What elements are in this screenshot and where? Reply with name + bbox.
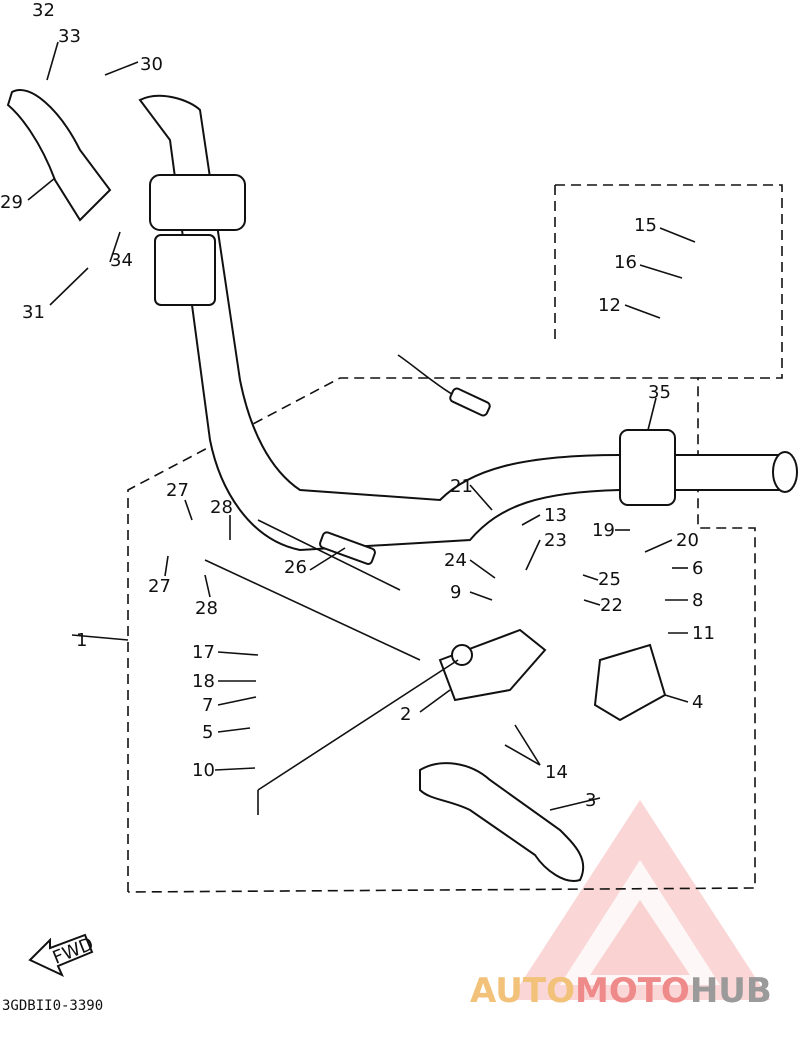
part-label: 27	[148, 576, 171, 597]
part-label: 6	[692, 558, 703, 579]
grip-assembly	[149, 174, 676, 506]
part-label: 28	[195, 598, 218, 619]
part-label: 29	[0, 192, 23, 213]
part-label: 12	[598, 295, 621, 316]
part-label: 27	[166, 480, 189, 501]
part-label: 32	[32, 0, 55, 21]
fwd-label: FWD	[50, 934, 97, 969]
handlebar	[138, 94, 798, 552]
part-label: 21	[450, 476, 473, 497]
part-label: 28	[210, 497, 233, 518]
part-label: 14	[545, 762, 568, 783]
part-label: 31	[22, 302, 45, 323]
part-label: 16	[614, 252, 637, 273]
part-label: 8	[692, 590, 703, 611]
wire-harness	[204, 354, 491, 661]
part-label: 7	[202, 695, 213, 716]
lever-bracket	[438, 628, 547, 702]
part-label: 10	[192, 760, 215, 781]
part-label: 23	[544, 530, 567, 551]
part-label: 26	[284, 557, 307, 578]
assembly-boundary	[127, 184, 783, 893]
part-label: 1	[76, 630, 87, 651]
part-label: 4	[692, 692, 703, 713]
watermark-logo	[510, 800, 770, 1000]
brake-lever	[419, 762, 585, 882]
part-label: 17	[192, 642, 215, 663]
part-label: 34	[110, 250, 133, 271]
drawing-code: 3GDBII0-3390	[2, 998, 103, 1014]
part-label: 13	[544, 505, 567, 526]
watermark-text: AUTOMOTOHUB	[470, 971, 772, 1011]
part-label: 15	[634, 215, 657, 236]
part-label: 9	[450, 582, 461, 603]
part-label: 24	[444, 550, 467, 571]
part-label: 20	[676, 530, 699, 551]
part-label: 25	[598, 569, 621, 590]
part-label: 35	[648, 382, 671, 403]
part-label: 18	[192, 671, 215, 692]
leader-lines	[27, 41, 696, 815]
part-label: 11	[692, 623, 715, 644]
switch-bracket	[593, 643, 667, 722]
clutch-lever	[6, 89, 112, 222]
part-label: 3	[585, 790, 596, 811]
part-labels: 1 2 3 4 5 6 7 8 9 10 11 12 13 14 15 16 1…	[0, 0, 715, 811]
part-label: 19	[592, 520, 615, 541]
part-label: 33	[58, 26, 81, 47]
fwd-arrow-icon: FWD	[28, 934, 97, 978]
part-label: 2	[400, 704, 411, 725]
part-label: 30	[140, 54, 163, 75]
part-label: 22	[600, 595, 623, 616]
part-label: 5	[202, 722, 213, 743]
